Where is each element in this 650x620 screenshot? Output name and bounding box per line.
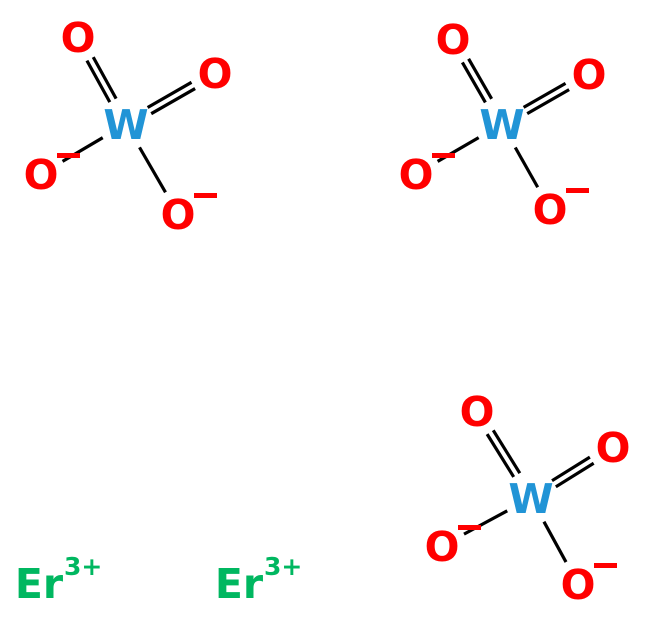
ion-Er2-label: Er — [215, 560, 264, 608]
atom-O2-label: O — [198, 50, 233, 98]
atom-O4-charge-minus — [194, 193, 217, 198]
atom-O1-label: O — [61, 14, 96, 62]
bond-W2-O6-double — [526, 88, 570, 116]
bond-W1-O2-double — [150, 87, 196, 116]
atom-O9-label: O — [460, 388, 495, 436]
atom-W3-label: W — [508, 475, 553, 523]
ion-Er1-label: Er — [15, 560, 64, 608]
atom-W1-label: W — [103, 101, 148, 149]
atom-O11-charge-minus — [458, 525, 481, 530]
bond-W3-O11-single — [463, 509, 508, 536]
atom-O12-label: O — [561, 561, 596, 609]
atom-O7-charge-minus — [432, 153, 455, 158]
atom-O5-label: O — [436, 16, 471, 64]
atom-O11-label: O — [425, 523, 460, 571]
ion-Er1-charge: 3+ — [64, 552, 102, 581]
ion-Er2-charge: 3+ — [264, 552, 302, 581]
bond-W3-O12-single — [542, 520, 568, 563]
bond-W1-O1-double — [91, 56, 118, 100]
atom-W2-label: W — [479, 101, 524, 149]
atom-O8-charge-minus — [566, 188, 589, 193]
atom-O6-label: O — [572, 51, 607, 99]
bond-W3-O10-double — [554, 461, 595, 489]
atom-O3-label: O — [24, 151, 59, 199]
atom-O10-label: O — [596, 424, 631, 472]
atom-O3-charge-minus — [57, 153, 80, 158]
atom-O7-label: O — [399, 151, 434, 199]
bond-W1-O1-double — [85, 59, 112, 103]
bond-W3-O10-double — [551, 455, 591, 483]
bond-W1-O2-double — [146, 80, 193, 109]
atom-O8-label: O — [533, 186, 568, 234]
atom-O4-label: O — [161, 191, 196, 239]
atom-O12-charge-minus — [594, 563, 617, 568]
bond-W3-O9-double — [491, 429, 522, 475]
bond-W3-O9-double — [485, 433, 516, 478]
bond-W2-O5-double — [467, 58, 494, 100]
bond-W2-O6-double — [522, 81, 567, 109]
bond-W2-O5-double — [460, 61, 487, 104]
bond-W1-O4-single — [138, 146, 167, 194]
bond-W2-O8-single — [513, 146, 540, 189]
